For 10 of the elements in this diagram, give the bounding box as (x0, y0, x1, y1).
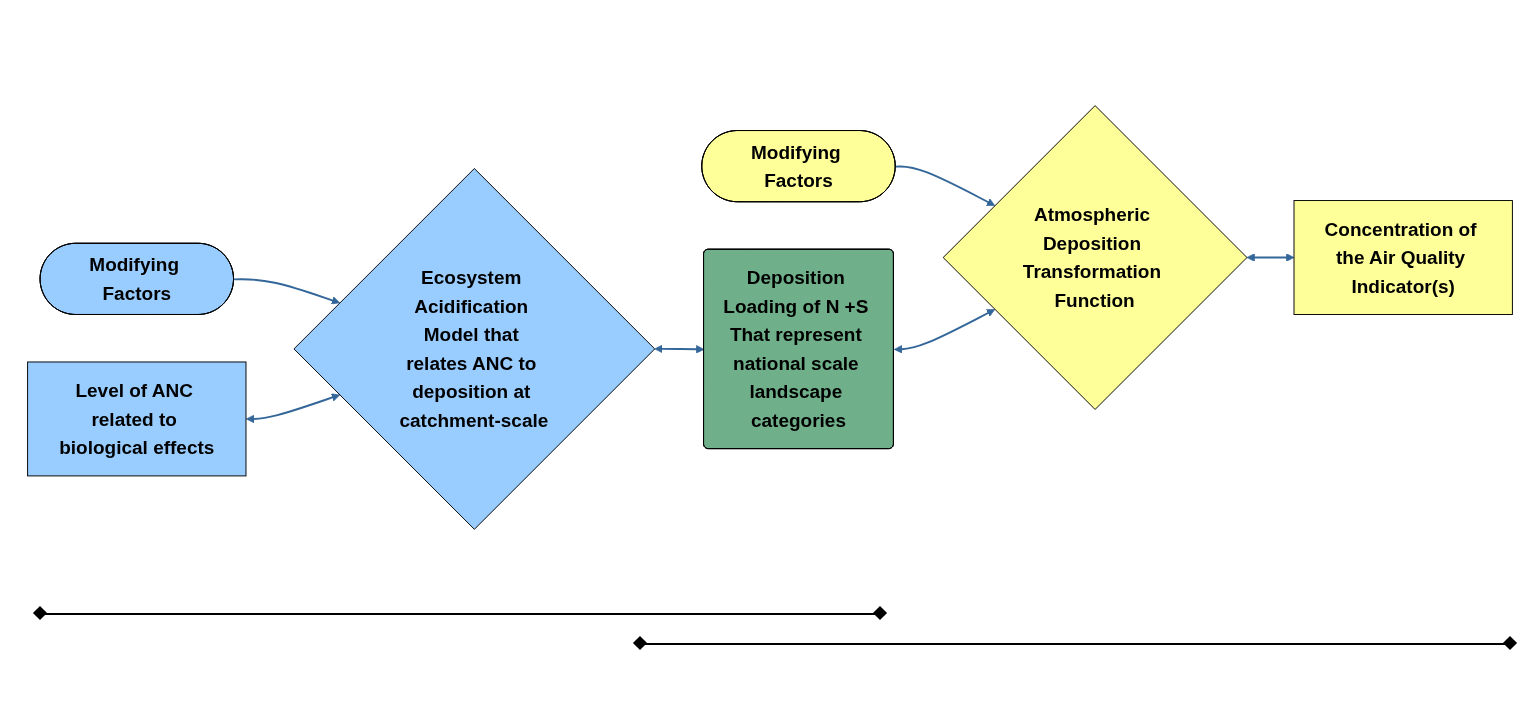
arrow (1246, 253, 1294, 262)
node-box: Concentration of the Air Quality Indicator(s) (1293, 200, 1513, 315)
arrow (653, 344, 704, 354)
node-box: Level of ANC related to biological effects (26, 361, 246, 477)
arrow (893, 309, 995, 354)
arrow (245, 393, 340, 424)
arrow (232, 278, 340, 305)
node-diamond: Atmospheric Deposition Transformation Function (942, 105, 1247, 410)
node-diamond: Ecosystem Acidification Model that relates ANC to deposition at catchment-scale (292, 168, 655, 530)
arrow (894, 165, 995, 206)
